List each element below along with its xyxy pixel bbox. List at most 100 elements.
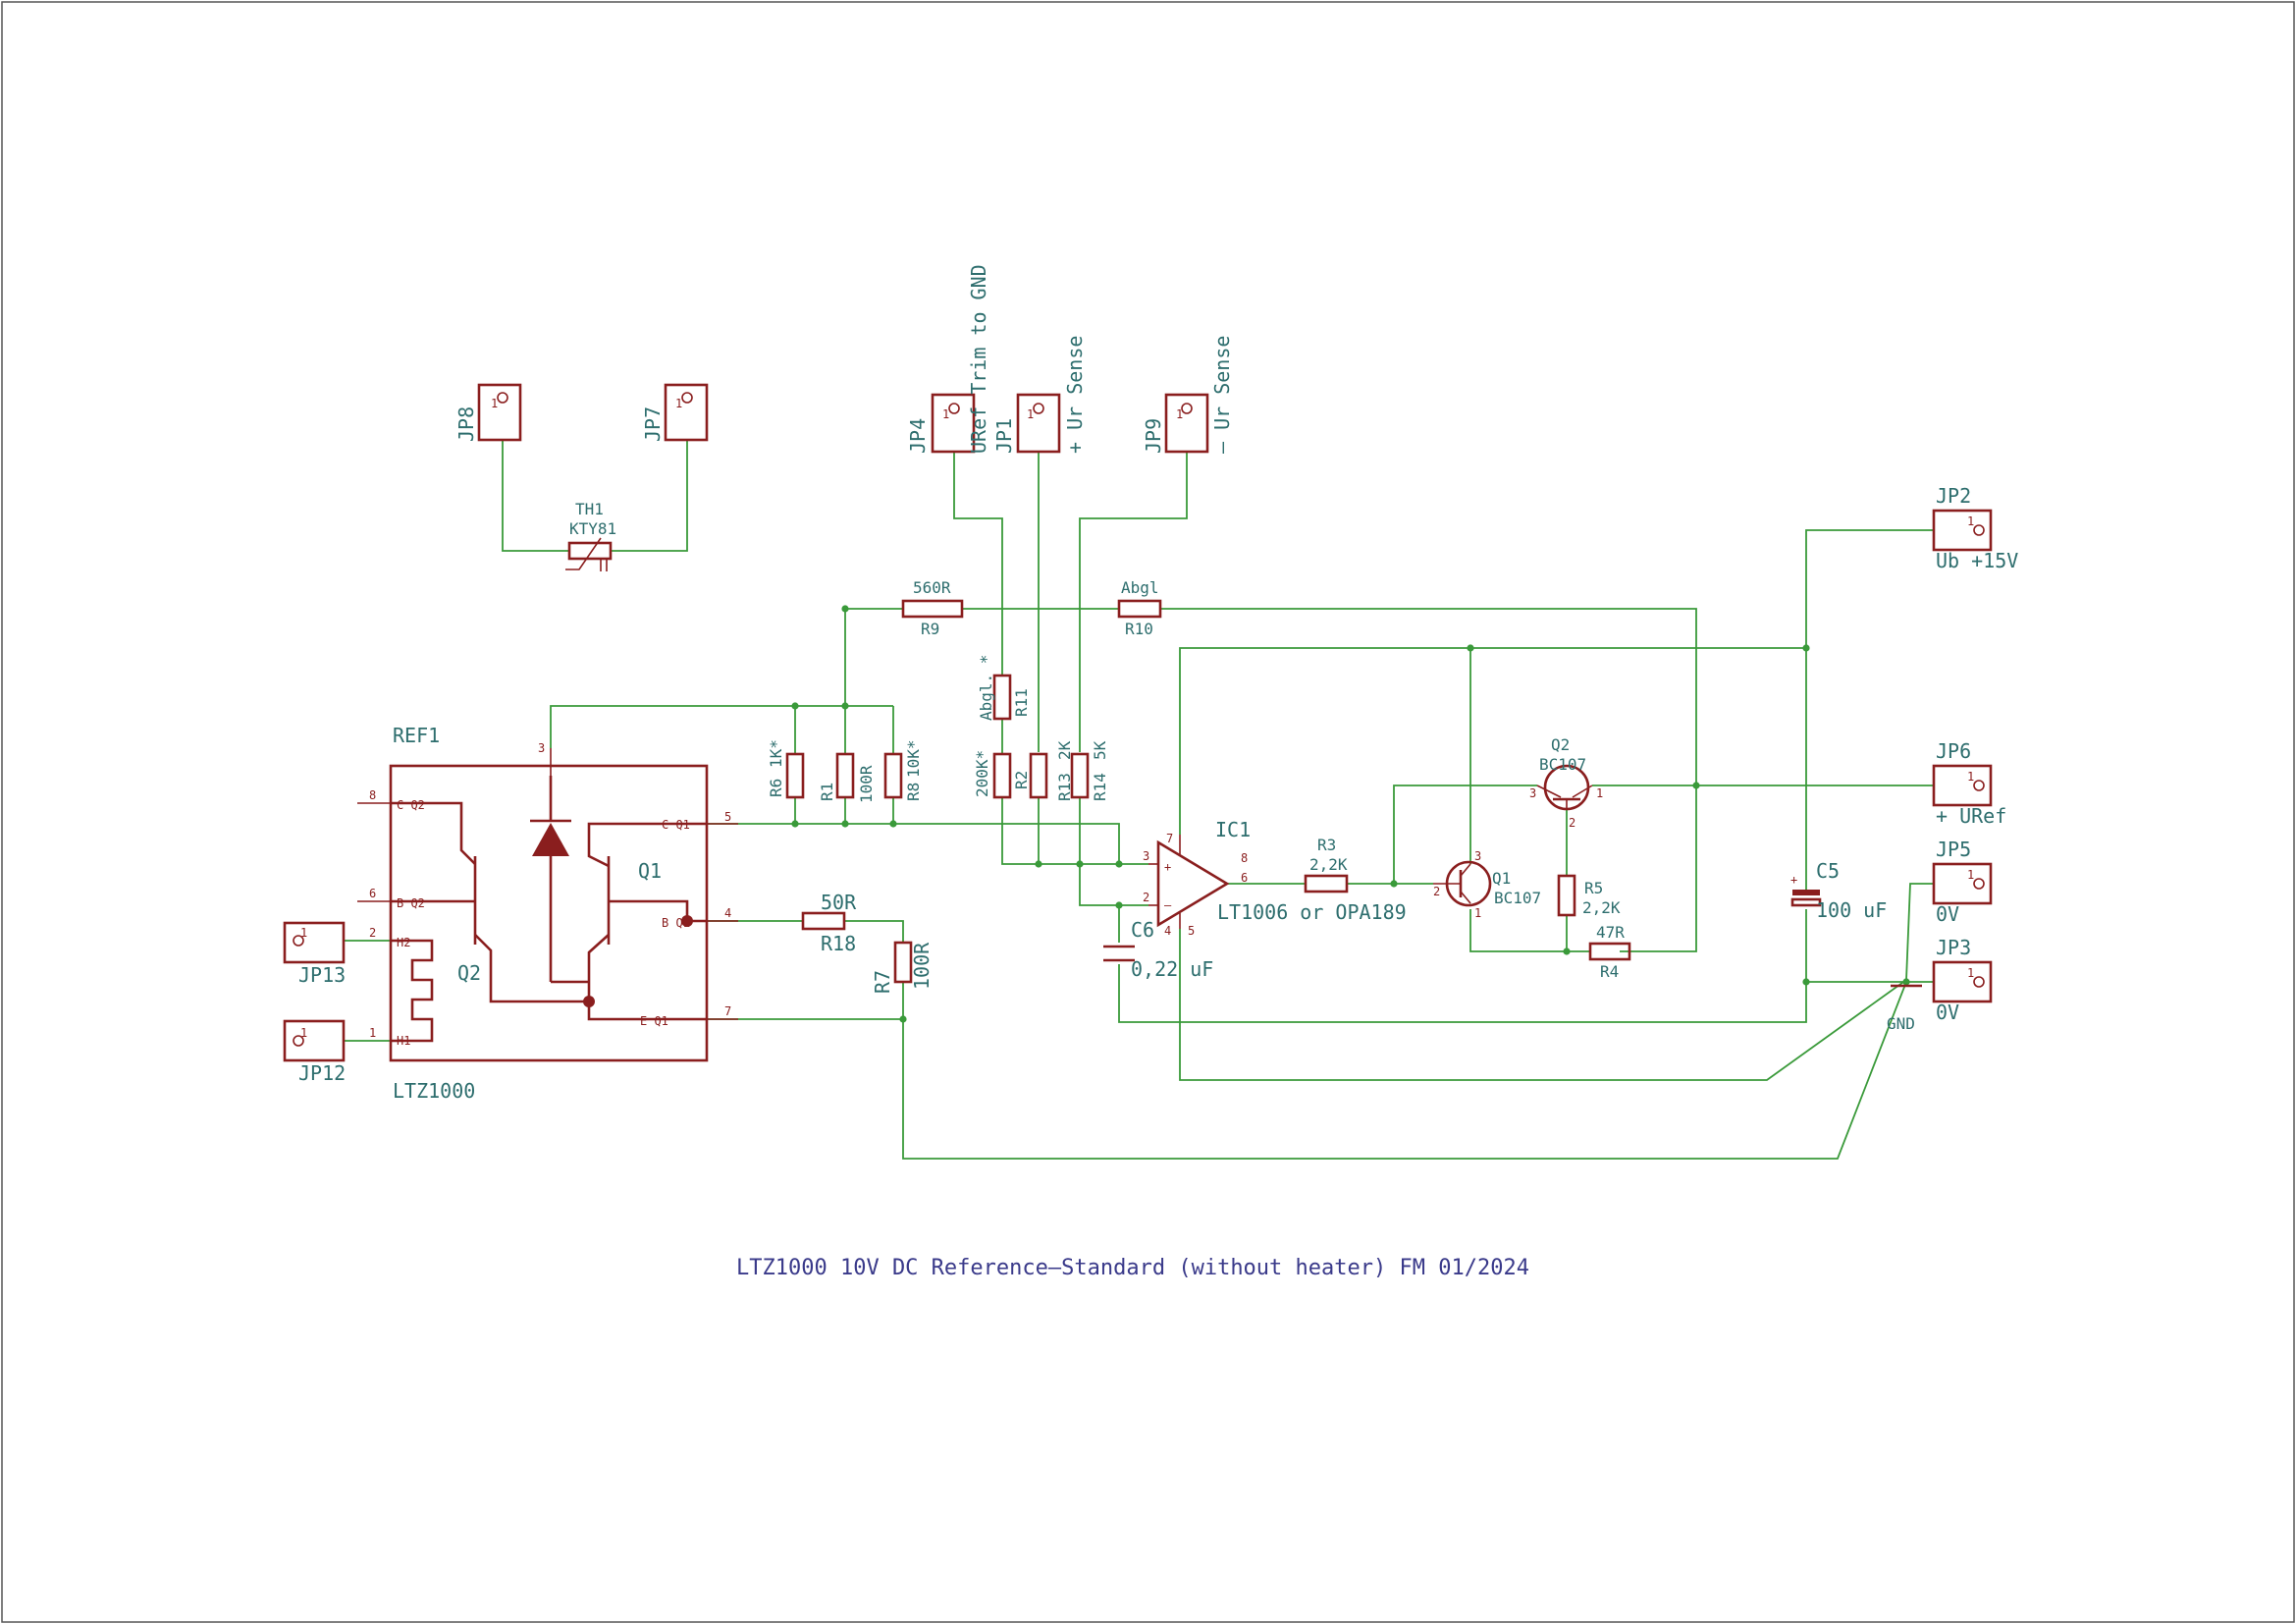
svg-text:7: 7: [724, 1004, 731, 1018]
jp6-connector: 1 JP6 + URef: [1932, 739, 2006, 828]
svg-text:8: 8: [369, 788, 376, 802]
svg-text:3: 3: [1474, 849, 1481, 863]
svg-text:R10: R10: [1125, 620, 1153, 638]
svg-text:R13: R13: [1055, 773, 1074, 801]
jp13-connector: 1 JP13: [283, 921, 346, 987]
svg-text:2: 2: [1143, 891, 1149, 904]
svg-text:1: 1: [300, 926, 307, 940]
svg-text:R2: R2: [1012, 771, 1031, 789]
plus-uref-label: + URef: [1936, 804, 2006, 828]
jp13-label: JP13: [298, 963, 346, 987]
svg-text:C Q2: C Q2: [397, 798, 425, 812]
jp8-label: JP8: [454, 406, 478, 442]
svg-text:1: 1: [491, 397, 498, 410]
svg-text:R1: R1: [818, 783, 836, 801]
svg-text:2,2K: 2,2K: [1309, 855, 1348, 874]
svg-text:Abgl. *: Abgl. *: [977, 655, 995, 721]
svg-text:2: 2: [369, 926, 376, 940]
svg-text:6: 6: [1241, 871, 1248, 885]
jp1-connector: 1 JP1 + Ur Sense: [992, 336, 1087, 454]
r9-resistor: 560R R9: [901, 578, 964, 638]
zero-v-b-label: 0V: [1936, 1001, 1959, 1024]
svg-text:5: 5: [1188, 924, 1195, 938]
svg-text:+: +: [1164, 860, 1171, 874]
r13-resistor: R13 2K: [1029, 740, 1074, 801]
r4-resistor: 47R R4: [1588, 923, 1631, 981]
r6-resistor: R6 1K*: [767, 739, 805, 799]
svg-text:50R: 50R: [821, 891, 857, 914]
svg-text:5: 5: [724, 810, 731, 824]
r2-resistor: 200K* R2: [973, 750, 1031, 799]
svg-text:1: 1: [1176, 407, 1183, 421]
svg-text:1: 1: [1967, 868, 1974, 882]
th1-thermistor: TH1 KTY81: [565, 500, 616, 571]
svg-text:5K: 5K: [1091, 740, 1109, 760]
jp9-connector: 1 JP9 – Ur Sense: [1142, 336, 1234, 454]
svg-text:1: 1: [1967, 514, 1974, 528]
svg-text:1: 1: [369, 1026, 376, 1040]
svg-text:1: 1: [675, 397, 682, 410]
svg-text:3: 3: [538, 741, 545, 755]
jp2-label: JP2: [1936, 484, 1971, 508]
r10-resistor: Abgl R10: [1117, 578, 1162, 638]
jp6-label: JP6: [1936, 739, 1971, 763]
q1-transistor: 2 3 1 Q1 BC107: [1433, 849, 1541, 920]
svg-text:LT1006 or OPA189: LT1006 or OPA189: [1217, 900, 1407, 924]
svg-text:LTZ1000: LTZ1000: [393, 1079, 475, 1103]
svg-text:IC1: IC1: [1215, 818, 1251, 841]
svg-text:Q2: Q2: [1551, 735, 1570, 754]
svg-text:REF1: REF1: [393, 724, 440, 747]
svg-text:R3: R3: [1317, 836, 1336, 854]
svg-text:1: 1: [942, 407, 949, 421]
uref-trim-label: URef Trim to GND: [967, 264, 990, 454]
svg-text:100 uF: 100 uF: [1816, 898, 1887, 922]
svg-text:C5: C5: [1816, 859, 1840, 883]
r8-resistor: R8 10K*: [883, 739, 923, 801]
wires: [344, 440, 1934, 1160]
svg-text:1: 1: [1596, 786, 1603, 800]
svg-text:200K*: 200K*: [973, 750, 991, 797]
svg-text:H2: H2: [397, 936, 410, 949]
svg-text:R5: R5: [1584, 879, 1603, 897]
svg-text:R6: R6: [767, 779, 785, 797]
jp2-connector: 1 JP2 Ub +15V: [1932, 484, 2018, 572]
jp4-label: JP4: [906, 418, 930, 454]
svg-text:R11: R11: [1012, 688, 1031, 717]
svg-text:6: 6: [369, 887, 376, 900]
svg-text:BC107: BC107: [1539, 755, 1586, 774]
svg-text:4: 4: [1164, 924, 1171, 938]
svg-text:4: 4: [724, 906, 731, 920]
r1-resistor: R1 100R: [818, 752, 876, 803]
jp4-connector: 1 JP4 URef Trim to GND: [906, 264, 990, 454]
svg-text:2,2K: 2,2K: [1582, 898, 1621, 917]
jp12-label: JP12: [298, 1061, 346, 1085]
svg-text:R14: R14: [1091, 773, 1109, 801]
svg-text:R4: R4: [1600, 962, 1619, 981]
svg-text:+: +: [1790, 873, 1797, 887]
svg-text:1: 1: [1967, 966, 1974, 980]
svg-text:R18: R18: [821, 932, 856, 955]
jp8-connector: 1 JP8: [454, 383, 522, 442]
jp7-label: JP7: [641, 406, 665, 442]
svg-text:1: 1: [1027, 407, 1034, 421]
jp3-label: JP3: [1936, 936, 1971, 959]
c6-capacitor: C6 0,22 uF: [1103, 918, 1213, 981]
r5-resistor: R5 2,2K: [1557, 874, 1621, 917]
q2-transistor: 3 1 2 Q2 BC107: [1529, 735, 1603, 830]
svg-text:1: 1: [300, 1026, 307, 1040]
svg-text:0,22 uF: 0,22 uF: [1131, 957, 1213, 981]
r14-resistor: R14 5K: [1070, 740, 1109, 801]
svg-text:3: 3: [1143, 849, 1149, 863]
svg-text:3: 3: [1529, 786, 1536, 800]
svg-text:2K: 2K: [1055, 740, 1074, 760]
r7-resistor: R7 100R: [871, 941, 934, 994]
svg-text:C6: C6: [1131, 918, 1154, 942]
jp5-label: JP5: [1936, 838, 1971, 861]
svg-text:Q2: Q2: [457, 961, 481, 985]
jp1-label: JP1: [992, 418, 1016, 454]
plus-ur-sense-label: + Ur Sense: [1063, 336, 1087, 454]
r18-resistor: 50R R18: [801, 891, 857, 955]
minus-ur-sense-label: – Ur Sense: [1210, 336, 1234, 454]
